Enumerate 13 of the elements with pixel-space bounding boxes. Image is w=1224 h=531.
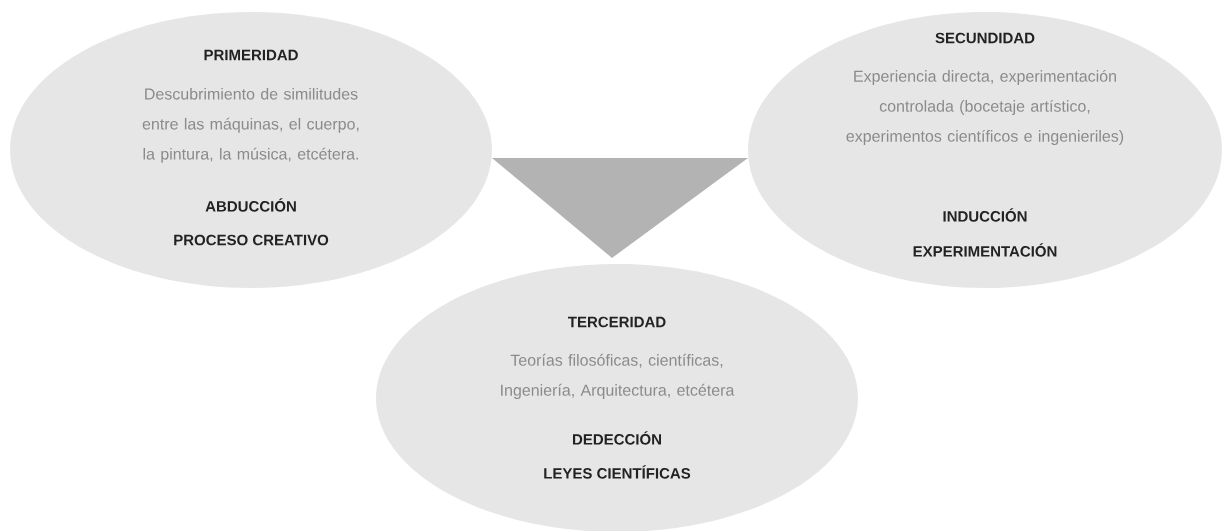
term: LEYES CIENTÍFICAS [544,465,691,479]
heading: TERCERIDAD [568,316,666,328]
term: INDUCCIÓN [943,208,1027,222]
heading: SECUNDIDAD [935,32,1035,44]
description: Teorías filosóficas, científicas, Ingeniería, Arquitectura, etcétera [501,353,735,399]
term: ABDUCCIÓN [205,198,296,212]
description: Descubrimiento de similitudes entre las máquinas, el cuerpo, la pintura, la música, etcétera. [142,87,359,163]
term: PROCESO CREATIVO [174,234,329,246]
triangle [492,158,748,258]
term: DEDECCIÓN [573,431,661,445]
heading: PRIMERIDAD [204,49,298,61]
term: EXPERIMENTACIÓN [913,243,1057,257]
description: Experiencia directa, experimentación controlada (bocetaje artístico, experimentos científicos e ingenieriles) [846,69,1124,145]
